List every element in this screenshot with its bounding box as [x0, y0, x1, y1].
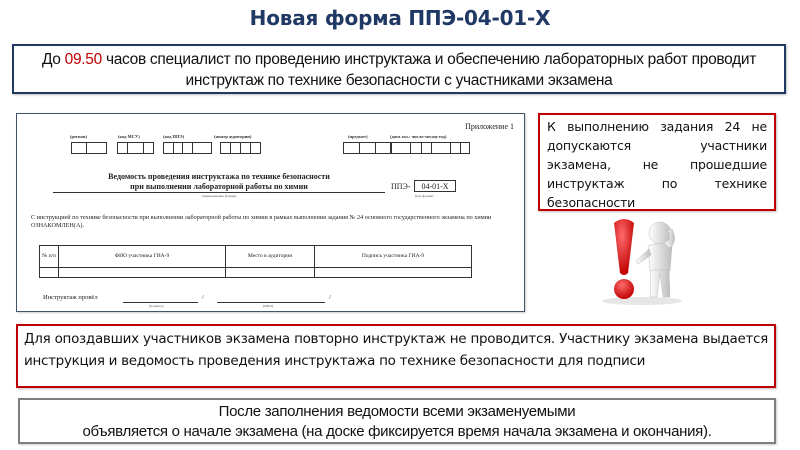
late-participants-notice: Для опоздавших участников экзамена повто… [16, 324, 776, 388]
participants-table: № п/п ФИО участника ГИА-9 Место в аудито… [39, 245, 472, 278]
form-name: Ведомость проведения инструктажа по техн… [53, 172, 385, 193]
column-header-signature: Подпись участника ГИА-9 [314, 245, 472, 268]
msu-code-label: (код МСУ) [118, 134, 140, 139]
subject-label: (предмет) [348, 134, 368, 139]
appendix-label: Приложение 1 [465, 122, 514, 131]
table-cell [39, 267, 59, 278]
table-cell [225, 267, 315, 278]
subject-cells [343, 142, 391, 154]
notice-line-1: До 09.50 часов специалист по проведению … [14, 49, 784, 70]
table-cell [58, 267, 226, 278]
table-header-row: № п/п ФИО участника ГИА-9 Место в аудито… [39, 245, 472, 268]
room-number-label: (номер аудитории) [214, 134, 252, 139]
form-preview-ppe-04-01-x: Приложение 1 (регион) (код МСУ) (код ППЭ… [16, 113, 525, 312]
region-label: (регион) [70, 134, 87, 139]
signature-line [123, 302, 198, 303]
msu-code-cells [117, 142, 154, 154]
exam-date-label: (дата экз.: число-месяц-год) [390, 134, 447, 139]
column-header-seat: Место в аудитории [225, 245, 315, 268]
form-code-prefix: ППЭ- [391, 182, 411, 191]
room-number-cells [220, 142, 261, 154]
column-header-number: № п/п [39, 245, 59, 268]
exam-date-cells [391, 142, 470, 154]
fio-caption: (ФИО) [263, 304, 274, 308]
table-cell [314, 267, 472, 278]
fio-line [217, 302, 325, 303]
signature-caption: (подпись) [149, 304, 164, 308]
separator-slash: / [202, 294, 204, 301]
exam-start-notice: После заполнения ведомости всеми экзамен… [18, 398, 776, 444]
start-time: 09.50 [64, 51, 103, 68]
column-header-fio: ФИО участника ГИА-9 [58, 245, 226, 268]
notice-line1-rest: часов специалист по проведению инструкта… [101, 51, 757, 68]
admission-warning: К выполнению задания 24 не допускаются у… [538, 113, 776, 211]
ppe-code-cells [163, 142, 212, 154]
acknowledgement-text: С инструкцией по технике безопасности пр… [31, 214, 492, 229]
region-cells [71, 142, 107, 154]
form-code-box: 04-01-Х [414, 180, 456, 192]
form-code-caption: (код формы) [415, 194, 434, 198]
exam-start-line-1: После заполнения ведомости всеми экзамен… [218, 403, 576, 420]
table-row [39, 267, 472, 278]
exclamation-person-icon [590, 213, 690, 308]
exam-start-line-2: объявляется о начале экзамена (на доске … [82, 423, 712, 440]
form-name-caption: (наименование формы) [201, 194, 237, 198]
start-time-notice: До 09.50 часов специалист по проведению … [12, 44, 786, 94]
separator-slash: / [329, 294, 331, 301]
notice-line-2: инструктаж по технике безопасности с уча… [185, 72, 613, 89]
form-name-line-2: при выполнении лабораторной работы по хи… [130, 182, 308, 191]
instructor-label: Инструктаж провёл [43, 294, 98, 301]
ppe-code-label: (код ППЭ) [163, 134, 185, 139]
form-name-line-1: Ведомость проведения инструктажа по техн… [108, 172, 330, 181]
page-title: Новая форма ППЭ-04-01-Х [249, 6, 551, 30]
notice-prefix: До [41, 51, 65, 68]
